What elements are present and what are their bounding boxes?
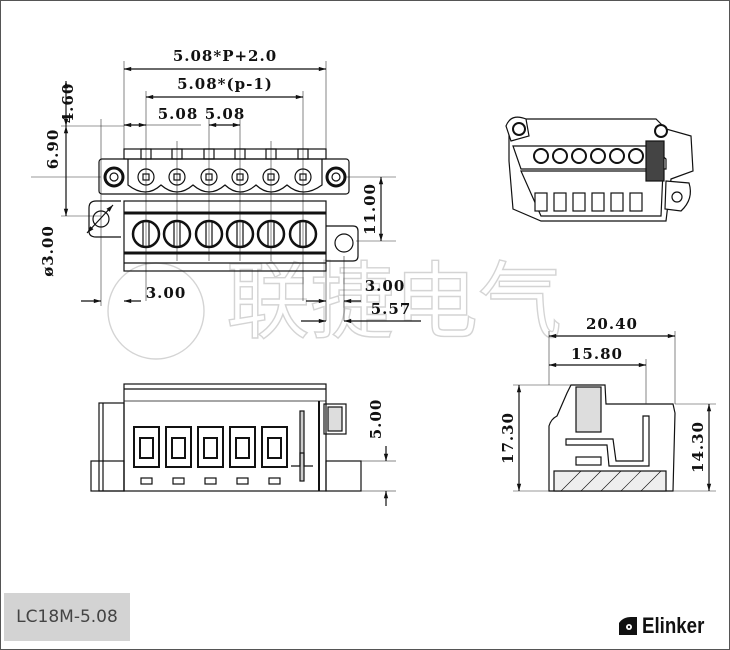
terminal-window [165,426,192,468]
terminal-window-inner [235,437,250,459]
top-view-dimensions: 5.08*P+2.0 5.08*(p-1) 5.08 5.08 4.60 6.9… [39,47,412,318]
front-view [90,383,396,506]
iso-screw [609,148,625,164]
dim-4-60: 4.60 [59,83,77,124]
screw-head [231,168,249,186]
pin-foot [140,477,153,485]
dim-17-30: 17.30 [499,412,517,464]
terminal-window-inner [139,437,154,459]
side-view [513,331,716,492]
dim-3-00-left: 3.00 [146,284,187,302]
iso-screw [552,148,568,164]
pin-foot [268,477,281,485]
pin-foot [204,477,217,485]
pin-tab [203,148,215,160]
terminal-window [133,426,160,468]
dim-20-40: 20.40 [586,315,638,333]
dim-15-80: 15.80 [571,345,623,363]
iso-screw [571,148,587,164]
dim-total-width: 5.08*P+2.0 [173,47,277,65]
side-view-dimensions: 20.40 15.80 17.30 14.30 [499,315,707,473]
dim-hole-diameter: ø3.00 [39,225,57,277]
screw-slot [142,173,150,181]
dim-pitch: 5.08 [205,105,246,123]
terminal-window [261,426,288,468]
elinker-logo-icon [618,617,637,635]
terminal-window [229,426,256,468]
screw-slot [299,173,307,181]
dim-14-30: 14.30 [689,421,707,473]
pin-tab [265,148,277,160]
watermark-text: 联捷电气 [226,253,562,351]
iso-screw [533,148,549,164]
pin-tab [171,148,183,160]
iso-slot [629,192,643,212]
wire-hole [256,219,286,249]
dim-6-90: 6.90 [44,129,62,170]
dim-3-00-right: 3.00 [365,277,406,295]
terminal-window [197,426,224,468]
wire-hole [288,219,318,249]
wire-hole [194,219,224,249]
iso-slot [610,192,624,212]
iso-slot [534,192,548,212]
iso-slot [591,192,605,212]
wire-hole [131,219,161,249]
isometric-view [505,116,694,222]
screw-slot [173,173,181,181]
screw-slot [267,173,275,181]
pin-tab [234,148,246,160]
top-view [31,61,421,324]
wire-hole [225,219,255,249]
wire-hole [162,219,192,249]
pin-foot [172,477,185,485]
screw-head [168,168,186,186]
terminal-window-inner [203,437,218,459]
iso-screw [590,148,606,164]
dim-5-00: 5.00 [367,399,385,440]
iso-slot [553,192,567,212]
terminal-window-inner [171,437,186,459]
screw-slot [205,173,213,181]
brand-logo: Elinker [617,613,715,639]
pin-tab [297,148,309,160]
screw-head [262,168,280,186]
screw-slot [236,173,244,181]
screw-head [200,168,218,186]
screw-head [294,168,312,186]
dim-edge-pitch: 5.08 [158,105,199,123]
model-label: LC18M-5.08 [4,593,130,641]
watermark: 联捷电气 [107,252,563,360]
pin-foot [236,477,249,485]
dim-5-57: 5.57 [371,300,412,318]
screw-head [137,168,155,186]
dim-11-00: 11.00 [361,183,379,235]
iso-screw [628,148,644,164]
pin-tab [140,148,152,160]
iso-slot [572,192,586,212]
dim-pin-span: 5.08*(p-1) [177,75,273,93]
terminal-window-inner [267,437,282,459]
brand-name: Elinker [641,613,704,638]
